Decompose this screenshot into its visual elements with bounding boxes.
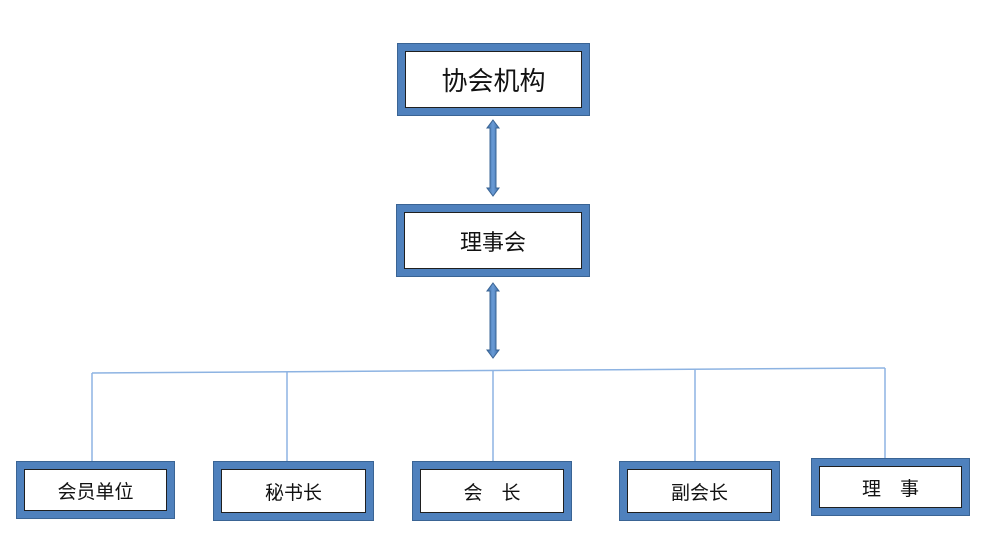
member-node-label-4: 副会长 — [670, 481, 728, 504]
member-node-4: 副会长 — [619, 461, 780, 521]
member-node-label-2: 秘书长 — [264, 481, 322, 504]
top-node-association: 协会机构 — [397, 43, 590, 116]
member-node-label-1: 会员单位 — [57, 480, 134, 503]
member-node-2: 秘书长 — [213, 461, 374, 521]
council-node: 理事会 — [396, 204, 590, 277]
top-node-label: 协会机构 — [441, 67, 546, 97]
double-arrow-top — [486, 119, 500, 197]
member-node-5: 理 事 — [811, 458, 970, 516]
member-node-3: 会 长 — [412, 461, 572, 521]
council-node-label: 理事会 — [459, 230, 526, 256]
member-node-label-5: 理 事 — [861, 477, 919, 500]
member-node-1: 会员单位 — [16, 461, 175, 519]
member-node-label-3: 会 长 — [463, 481, 521, 504]
double-arrow-bottom — [486, 282, 500, 359]
branch-line — [91, 367, 886, 374]
